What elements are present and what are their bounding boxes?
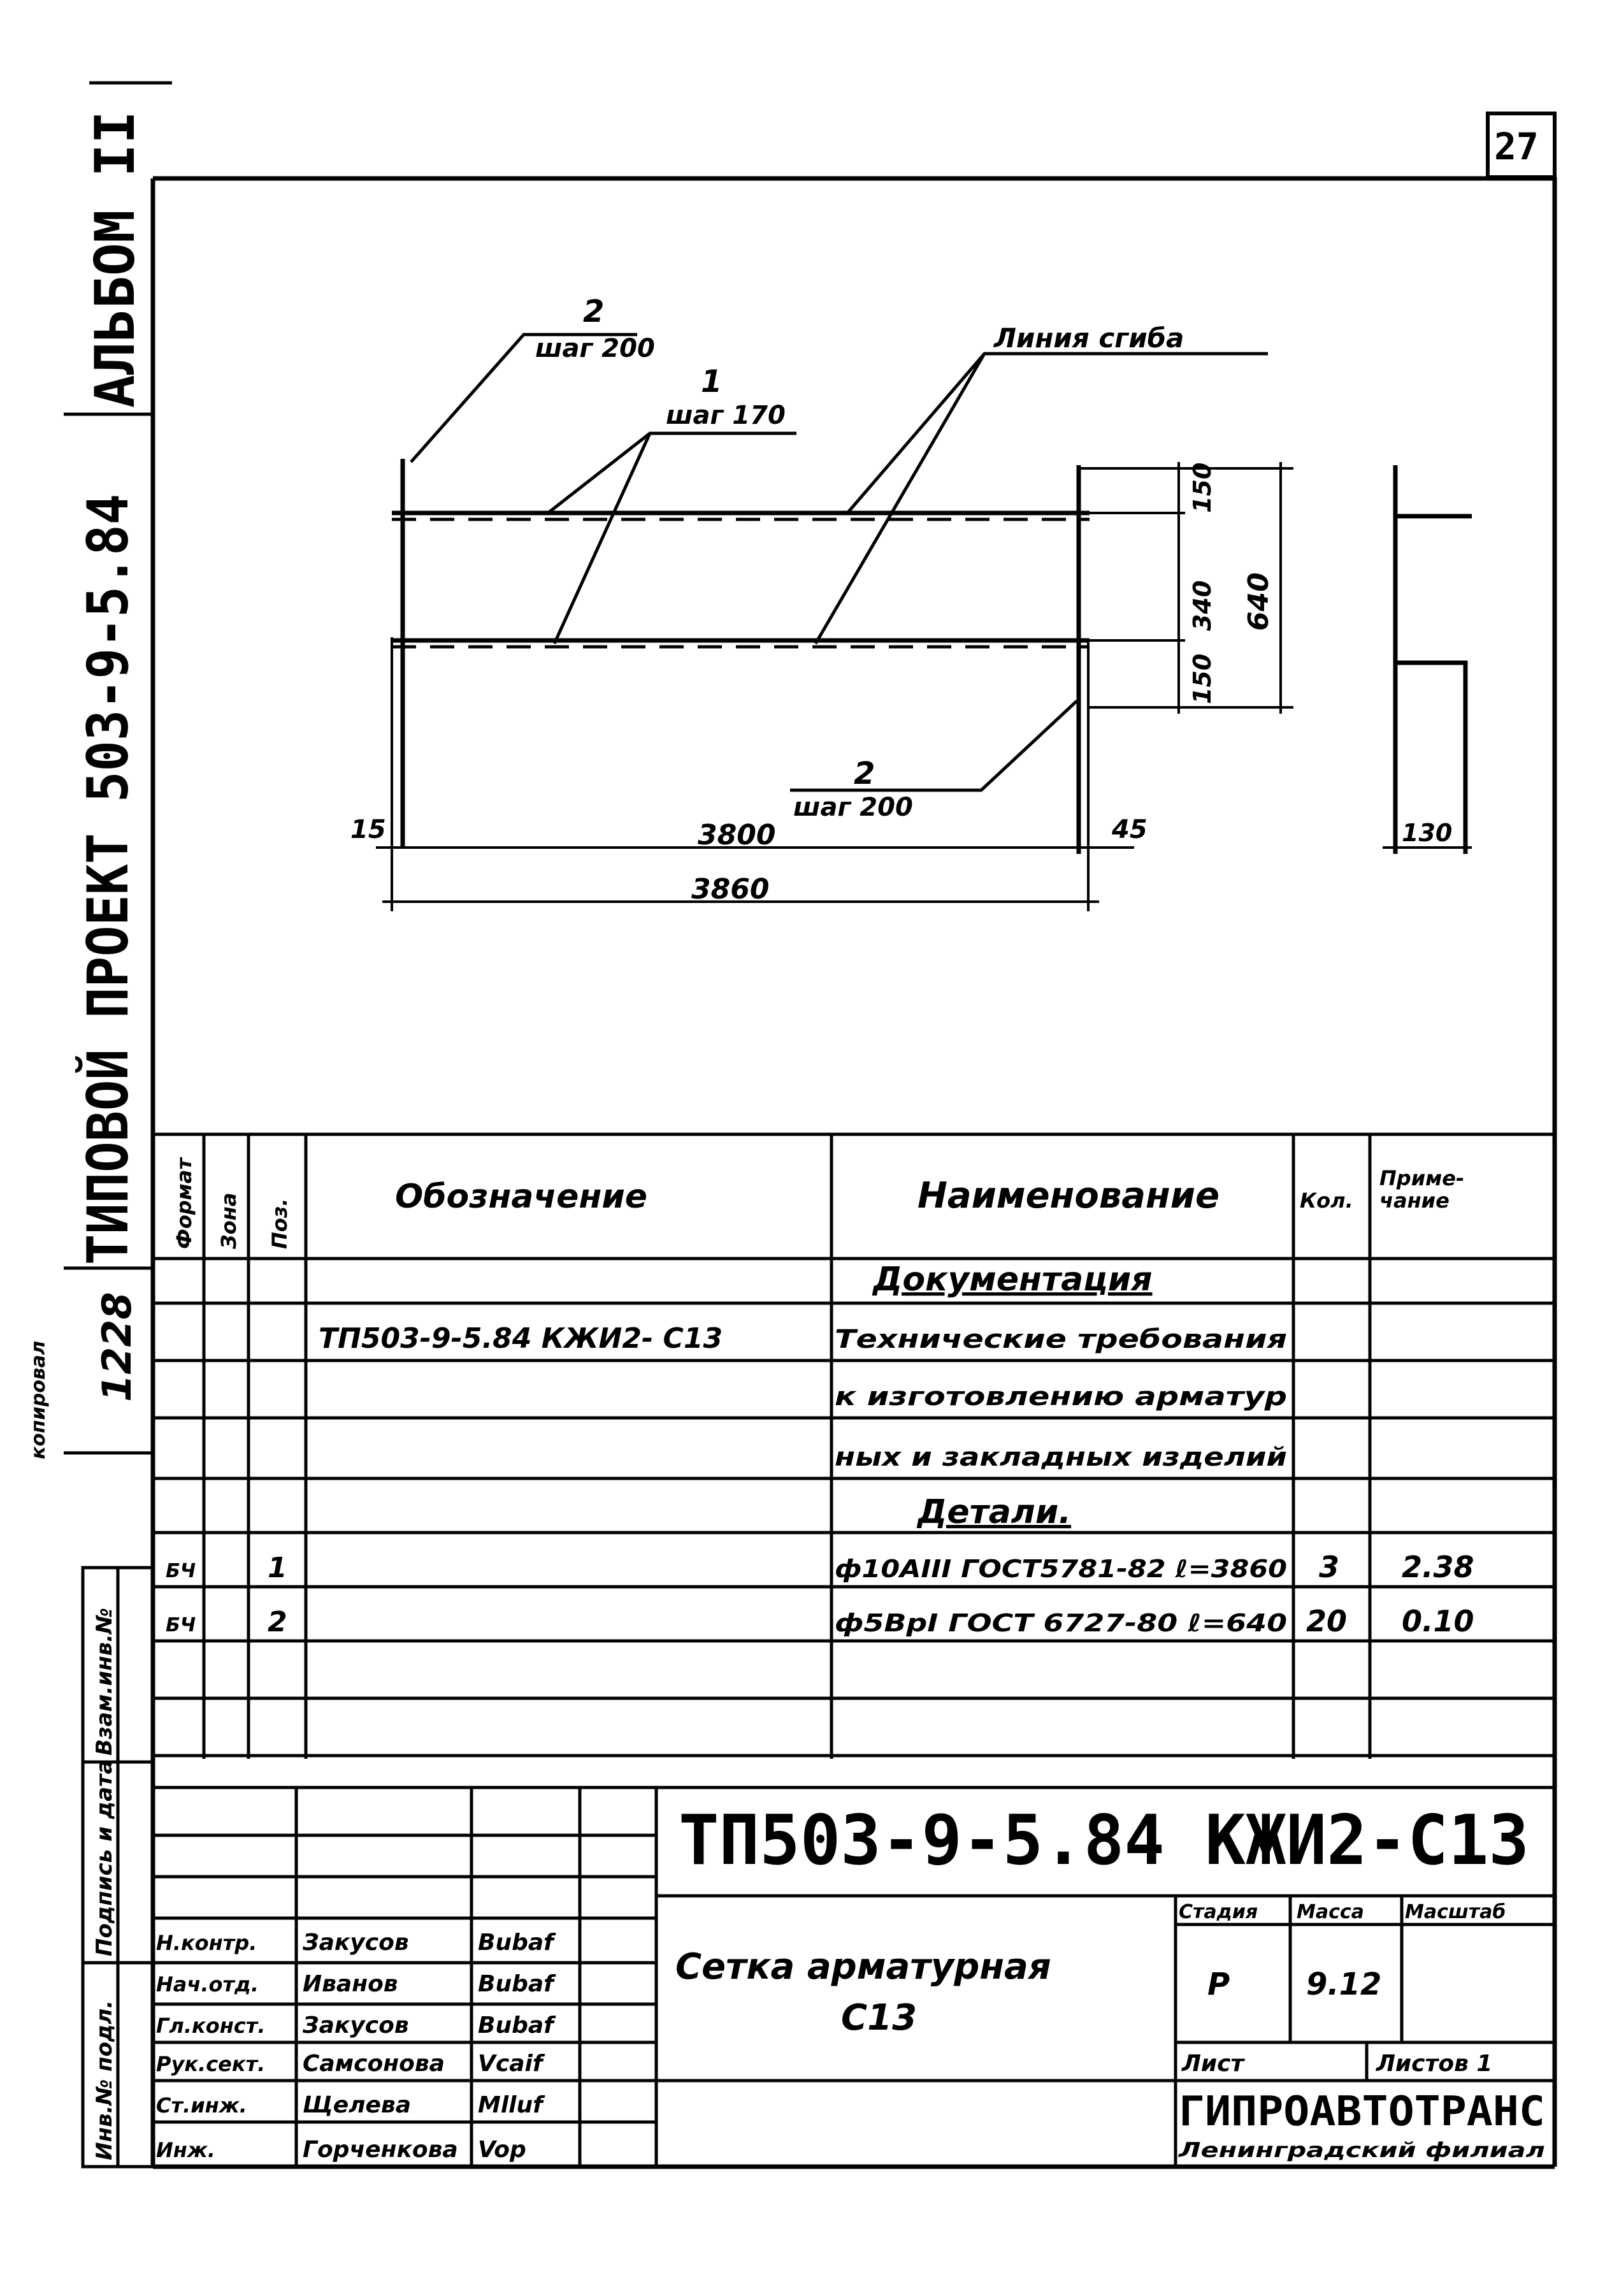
dim-150-top: 150 bbox=[1188, 463, 1216, 513]
dim-15: 15 bbox=[350, 815, 386, 844]
section-docs: Документация bbox=[872, 1260, 1153, 1299]
doc-designation: ТП503-9-5.84 КЖИ2- С13 bbox=[319, 1322, 723, 1355]
signers: Н.контр. Закусов Bubaf Нач.отд. Иванов B… bbox=[156, 1930, 556, 2163]
label-step200-top: шаг 200 bbox=[535, 334, 655, 363]
label-vzam: Взам.инв.№ bbox=[92, 1608, 117, 1756]
dimensions-vertical bbox=[1077, 462, 1293, 714]
doc-name-line3: ных и закладных изделий bbox=[835, 1443, 1287, 1472]
sheet-number: 27 bbox=[1494, 125, 1539, 168]
row1-note: 2.38 bbox=[1402, 1550, 1474, 1584]
leader-pos1-b bbox=[552, 432, 652, 645]
sheet-label: Лист bbox=[1181, 2051, 1245, 2077]
row1-pos: 1 bbox=[268, 1552, 287, 1584]
row2-qty: 20 bbox=[1306, 1604, 1347, 1638]
left-margin-grid bbox=[81, 1566, 155, 2169]
header-format: Формат bbox=[172, 1157, 196, 1249]
label-step200-bottom: шаг 200 bbox=[793, 793, 913, 822]
signer-role: Ст.инж. bbox=[156, 2093, 247, 2118]
leader-pos2-bottom bbox=[790, 700, 1078, 792]
leaders bbox=[410, 333, 1268, 792]
header-qty: Кол. bbox=[1300, 1188, 1353, 1213]
label-pos1: 1 bbox=[701, 364, 722, 400]
section-parts: Детали. bbox=[916, 1493, 1071, 1531]
signer-role: Гл.конст. bbox=[156, 2014, 265, 2038]
leader-pos2-top bbox=[410, 333, 637, 463]
label-step170: шаг 170 bbox=[666, 401, 786, 430]
dim-640: 640 bbox=[1242, 572, 1275, 631]
signer-name: Закусов bbox=[302, 2012, 409, 2039]
sheets-label: Листов 1 bbox=[1376, 2051, 1492, 2077]
side-album: АЛЬБОМ II bbox=[83, 111, 147, 408]
title-line1: Сетка арматурная bbox=[675, 1946, 1051, 1988]
title-line2: С13 bbox=[841, 1997, 917, 2039]
signer-name: Закусов bbox=[302, 1930, 409, 1956]
signer-name: Горченкова bbox=[303, 2137, 458, 2163]
row2-format: БЧ bbox=[166, 1614, 196, 1636]
signer-sign: Bubaf bbox=[478, 1930, 556, 1956]
row1-format: БЧ bbox=[166, 1560, 196, 1582]
header-pos: Поз. bbox=[268, 1198, 292, 1249]
signer-sign: Bubaf bbox=[478, 1971, 556, 1997]
doc-name-line1: Технические требования bbox=[835, 1325, 1287, 1354]
org-branch: Ленинградский филиал bbox=[1178, 2138, 1545, 2162]
stage-value: Р bbox=[1207, 1967, 1230, 2002]
dim-3860: 3860 bbox=[691, 873, 769, 906]
rebar-drawing bbox=[391, 459, 1090, 854]
dim-3800: 3800 bbox=[698, 819, 775, 851]
signer-role: Н.контр. bbox=[156, 1931, 257, 1955]
mass-label: Масса bbox=[1297, 1901, 1364, 1923]
signer-sign: Mlluf bbox=[478, 2092, 545, 2118]
mass-value: 9.12 bbox=[1306, 1967, 1381, 2002]
row1-name: ф10АIII ГОСТ5781-82 ℓ=3860 bbox=[835, 1555, 1287, 1583]
title-block-grid bbox=[153, 1786, 1555, 2167]
label-pos2-top: 2 bbox=[583, 294, 604, 329]
dim-130: 130 bbox=[1402, 819, 1452, 847]
header-name: Наименование bbox=[917, 1175, 1220, 1217]
side-kopirov: копировал bbox=[27, 1341, 50, 1459]
leader-pos1 bbox=[547, 431, 796, 514]
side-number: 1228 bbox=[94, 1292, 140, 1402]
header-note: Приме-чание bbox=[1379, 1166, 1464, 1213]
side-view-bend bbox=[1395, 660, 1468, 854]
signer-sign: Bubaf bbox=[478, 2012, 556, 2039]
signer-role: Нач.отд. bbox=[156, 1972, 259, 1996]
signer-name: Самсонова bbox=[303, 2051, 445, 2077]
header-zone: Зона bbox=[217, 1193, 241, 1250]
doc-name-line2: к изготовлению арматур bbox=[835, 1382, 1287, 1412]
side-project: ТИПОВОЙ ПРОЕКТ 503-9-5.84 bbox=[75, 494, 141, 1265]
signer-sign: Vop bbox=[478, 2137, 526, 2163]
label-inv: Инв.№ подл. bbox=[92, 2000, 117, 2160]
row2-note: 0.10 bbox=[1402, 1604, 1474, 1638]
dimensions-horizontal bbox=[376, 838, 1134, 911]
label-podpis: Подпись и дата bbox=[92, 1759, 117, 1956]
org-name: ГИПРОАВТОТРАНС bbox=[1179, 2088, 1545, 2135]
label-pos2-bottom: 2 bbox=[854, 756, 875, 791]
row2-pos: 2 bbox=[268, 1606, 287, 1638]
signer-name: Щелева bbox=[303, 2092, 411, 2118]
signer-name: Иванов bbox=[303, 1971, 398, 1997]
row1-qty: 3 bbox=[1319, 1550, 1339, 1584]
label-bend-line: Линия сгиба bbox=[993, 322, 1184, 354]
title-code: ТП503-9-5.84 КЖИ2-С13 bbox=[679, 1801, 1529, 1881]
row2-name: ф5ВрI ГОСТ 6727-80 ℓ=640 bbox=[835, 1609, 1287, 1637]
stage-label: Стадия bbox=[1179, 1901, 1258, 1923]
dim-150-bottom: 150 bbox=[1188, 654, 1216, 704]
signer-role: Инж. bbox=[156, 2138, 215, 2162]
leader-bend-b bbox=[814, 352, 986, 645]
signer-sign: Vcaif bbox=[478, 2051, 545, 2077]
side-view bbox=[1383, 465, 1472, 854]
dim-340: 340 bbox=[1188, 581, 1216, 631]
dim-45: 45 bbox=[1111, 815, 1148, 844]
scale-label: Масштаб bbox=[1405, 1901, 1506, 1923]
spec-table-grid bbox=[153, 1132, 1555, 1759]
header-designation: Обозначение bbox=[395, 1178, 647, 1216]
signer-role: Рук.сект. bbox=[156, 2052, 265, 2076]
